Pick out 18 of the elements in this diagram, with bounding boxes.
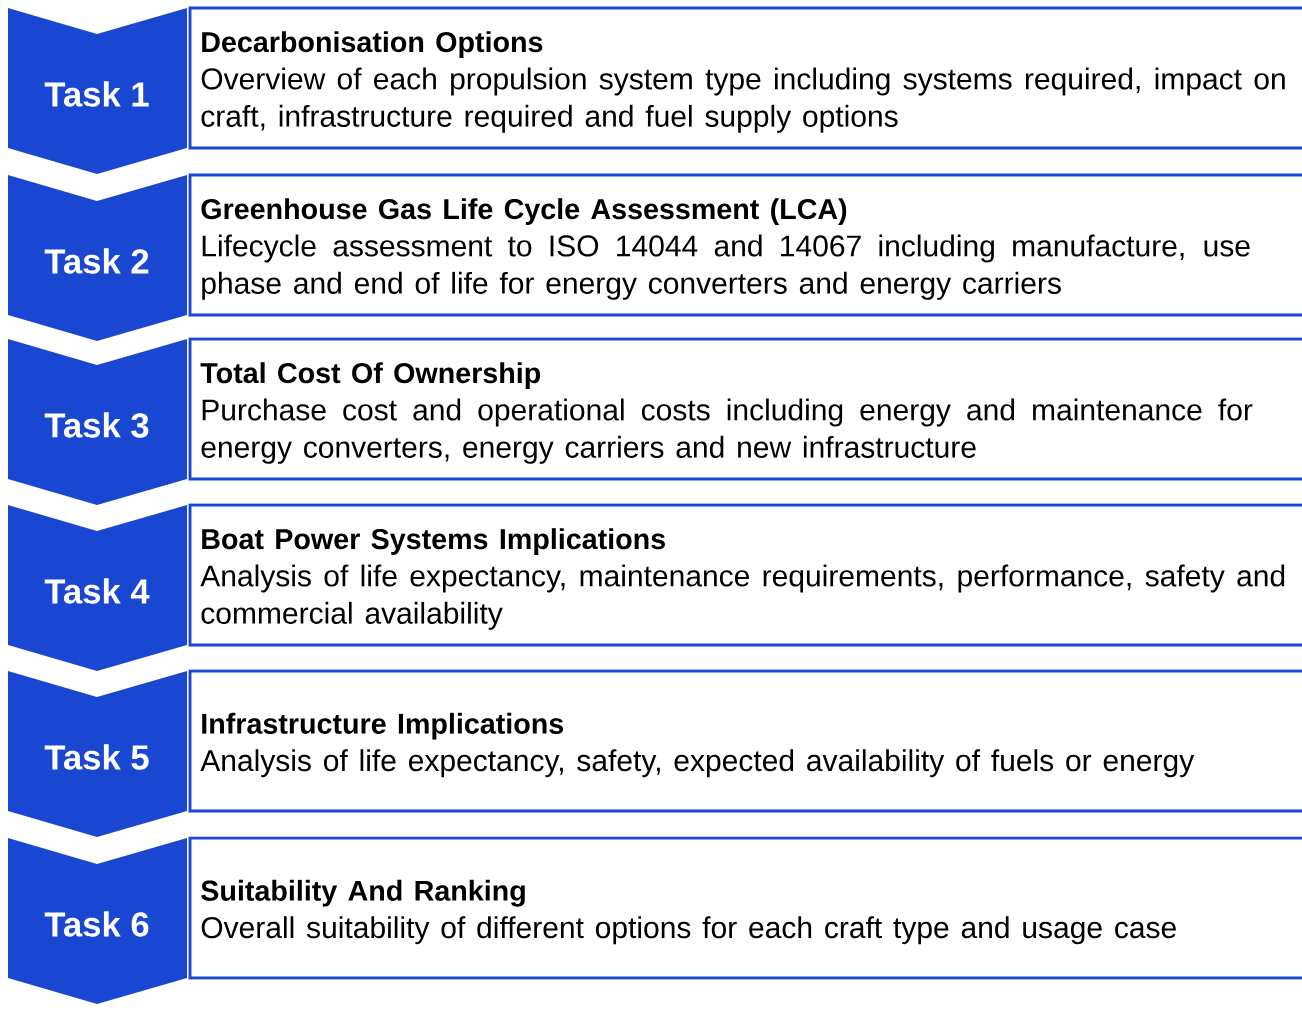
task-tab: Task 2 <box>8 175 187 341</box>
task-tab: Task 5 <box>8 671 187 837</box>
node-label: Task 5 <box>44 744 149 770</box>
node-label: Task 4 <box>44 578 150 604</box>
task-box: Boat Power Systems Implications Analysis of life expectancy, maintenance requirements, performance, safety and commercial availability <box>188 503 1302 647</box>
task-box: Decarbonisation Options Overview of each propulsion system type including systems required, impact on craft, infrastructure required and fuel supply options <box>188 6 1302 150</box>
task-box: Total Cost Of Ownership Purchase cost and operational costs including energy and maintenance for energy converters, energy carriers and new infrastructure <box>188 337 1302 481</box>
node-label: Task 1 <box>44 81 149 107</box>
task-box: Infrastructure Implications Analysis of life expectancy, safety, expected availability of fuels or energy <box>188 669 1302 813</box>
task-tab: Task 6 <box>8 838 187 1004</box>
task-tab: Task 3 <box>8 339 187 505</box>
task-tab: Task 1 <box>8 8 187 174</box>
node-label: Task 6 <box>44 911 149 937</box>
task-tab: Task 4 <box>8 505 187 671</box>
node-label: Task 3 <box>44 412 149 438</box>
task-box: Greenhouse Gas Life Cycle Assessment (LCA) Lifecycle assessment to ISO 14044 and 14067 including manufacture, use phase and end of life for energy converters and energy carriers <box>188 173 1302 317</box>
task-box: Suitability And Ranking Overall suitability of different options for each craft type and usage case <box>188 836 1302 980</box>
node-label: Task 2 <box>44 248 149 274</box>
